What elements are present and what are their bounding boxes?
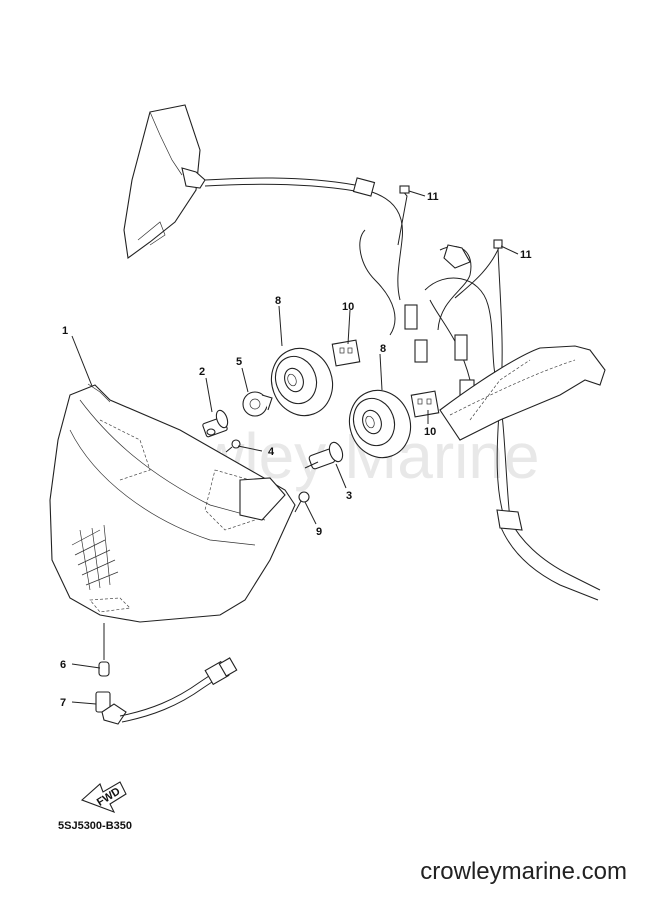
callout-10-upper: 10 — [342, 301, 354, 313]
callout-2: 2 — [199, 366, 205, 378]
callout-10-lower: 10 — [424, 426, 436, 438]
socket-part-5 — [242, 391, 273, 417]
bulb-part-6 — [98, 661, 110, 677]
callout-9: 9 — [316, 526, 322, 538]
callout-11-upper: 11 — [427, 191, 439, 203]
callout-11-lower: 11 — [520, 249, 532, 261]
callout-8-lower: 8 — [380, 343, 386, 355]
callouts: 1 2 3 4 5 6 7 8 8 9 10 10 11 11 — [60, 191, 532, 709]
connector-10-upper — [331, 339, 361, 367]
callout-5: 5 — [236, 356, 242, 368]
lens-cover-8-upper — [270, 347, 334, 417]
callout-4: 4 — [268, 446, 275, 458]
diagram-code: 5SJ5300-B350 — [58, 820, 133, 832]
callout-8-upper: 8 — [275, 295, 281, 307]
upper-wire-harness — [204, 177, 428, 363]
bulb-part-3 — [304, 441, 344, 470]
lens-cover-8-lower — [348, 389, 412, 459]
right-lamp-housing — [439, 345, 606, 441]
screw-part-4 — [225, 439, 241, 453]
callout-7: 7 — [60, 697, 66, 709]
bulb-part-2 — [202, 409, 229, 438]
callout-3: 3 — [346, 490, 352, 502]
side-lamp-housing — [123, 104, 206, 259]
socket-part-7 — [95, 657, 238, 725]
callout-1: 1 — [62, 325, 68, 337]
callout-6: 6 — [60, 659, 66, 671]
leader-lines — [71, 190, 519, 705]
site-url: crowleymarine.com — [420, 858, 627, 885]
headlight-housing — [49, 383, 296, 623]
screw-part-9 — [294, 491, 310, 513]
forward-arrow-icon: FWD — [80, 781, 127, 814]
connector-10-lower — [410, 390, 440, 418]
